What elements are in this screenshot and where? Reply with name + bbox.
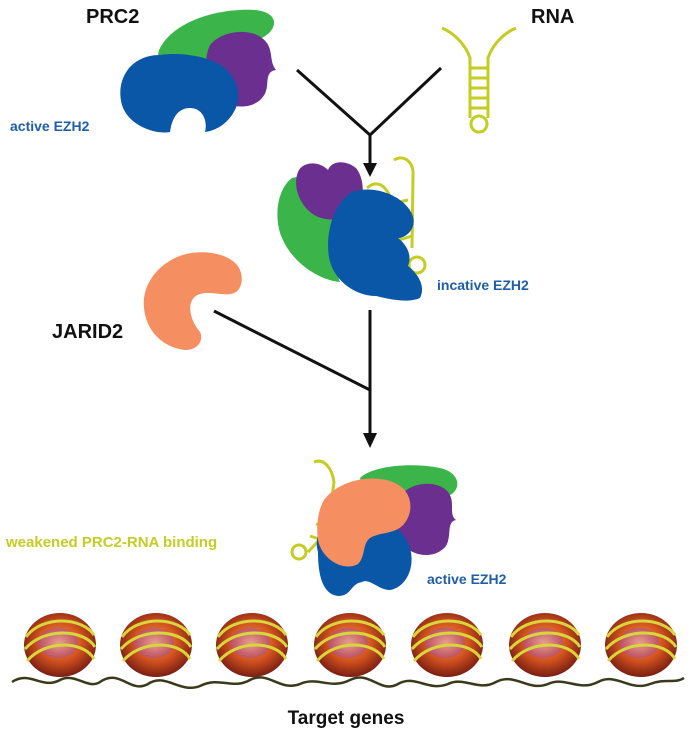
bottom-purple-subunit bbox=[395, 483, 456, 556]
label-inactive-ezh2: incative EZH2 bbox=[437, 277, 529, 293]
bottom-jarid2-subunit bbox=[317, 478, 411, 567]
dna-strand bbox=[11, 676, 685, 689]
label-jarid2: JARID2 bbox=[52, 321, 123, 343]
prc2-complex-top bbox=[120, 9, 276, 133]
label-active-ezh2-bottom: active EZH2 bbox=[427, 571, 507, 587]
nucleosome-4 bbox=[313, 613, 387, 677]
rna-hairpin-top bbox=[441, 26, 517, 134]
prc2-jarid2-complex-bottom bbox=[290, 459, 458, 596]
nucleosome-row bbox=[23, 613, 678, 677]
nucleosome-1 bbox=[23, 613, 97, 677]
nucleosome-6 bbox=[508, 613, 582, 677]
label-prc2: PRC2 bbox=[86, 6, 139, 28]
label-active-ezh2-top: active EZH2 bbox=[10, 118, 90, 134]
nucleosome-5 bbox=[410, 613, 484, 677]
convergence-arrow-top bbox=[296, 66, 443, 165]
label-target-genes: Target genes bbox=[288, 708, 405, 729]
jarid2-subunit bbox=[143, 252, 242, 350]
nucleosome-3 bbox=[215, 613, 289, 677]
prc2-green-subunit bbox=[158, 9, 275, 67]
nucleosome-2 bbox=[119, 613, 193, 677]
ezh2-blue-subunit-middle bbox=[328, 189, 423, 301]
convergence-arrow-middle bbox=[213, 309, 372, 435]
arrowhead-middle bbox=[363, 433, 377, 448]
label-rna: RNA bbox=[531, 6, 574, 28]
nucleosome-7 bbox=[604, 613, 678, 677]
arrowhead-top bbox=[363, 163, 377, 177]
ezh2-blue-subunit-top bbox=[120, 54, 239, 133]
prc2-rna-complex-middle bbox=[277, 156, 427, 301]
label-weakened-binding: weakened PRC2-RNA binding bbox=[5, 534, 217, 551]
